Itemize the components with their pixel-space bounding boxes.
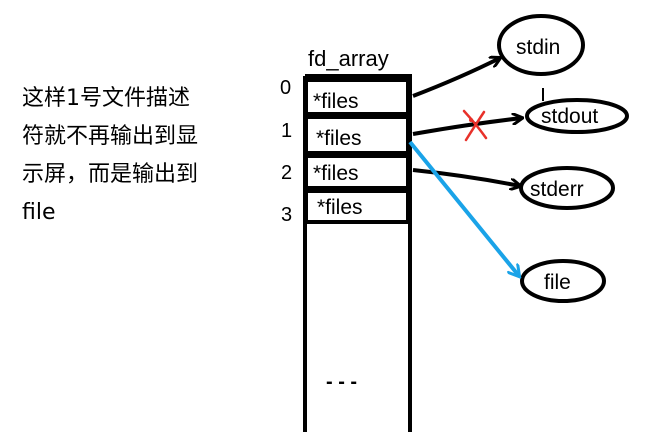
note-line-1: 这样1号文件描述 [22, 86, 190, 111]
stderr-label: stderr [530, 178, 584, 201]
fd-slot-0-label: *files [313, 90, 359, 113]
fd-array-title: fd_array [308, 46, 389, 71]
file-ellipse [520, 259, 606, 303]
stdout-label: stdout [541, 105, 598, 128]
cross-mark-icon [462, 109, 488, 142]
note-line-3: 示屏，而是输出到 [22, 162, 199, 187]
stdin-label: stdin [516, 36, 560, 59]
fd-slot-2-box [304, 154, 410, 190]
fd-index-0: 0 [280, 77, 291, 99]
explanation-note: 这样1号文件描述 符就不再输出到显 示屏，而是输出到 file [22, 80, 244, 232]
fd-slot-3-box [304, 189, 410, 224]
fd-slot-3-label: *files [317, 196, 363, 219]
fd-index-2: 2 [281, 162, 292, 184]
arrow-fd0-to-stdin [412, 58, 500, 98]
fd-slot-1-box [304, 115, 410, 155]
stdout-ellipse [525, 98, 629, 134]
note-line-2: 符就不再输出到显 [22, 124, 199, 149]
fd-array-continuation: - - - [326, 371, 357, 393]
stdin-ellipse [497, 14, 585, 76]
arrow-fd1-to-stdout-broken [412, 118, 522, 136]
arrow-fd1-to-file-redirect [408, 140, 519, 276]
fd-index-3: 3 [281, 204, 292, 226]
cross-mark-dot [469, 118, 473, 122]
arrow-fd2-to-stderr [412, 168, 520, 186]
fd-slot-2-label: *files [313, 162, 359, 185]
fd-index-1: 1 [281, 120, 292, 142]
note-line-4: file [22, 200, 56, 225]
file-label: file [544, 271, 571, 294]
fd-slot-1-label: *files [316, 127, 362, 150]
fd-slot-0-box [304, 78, 410, 116]
